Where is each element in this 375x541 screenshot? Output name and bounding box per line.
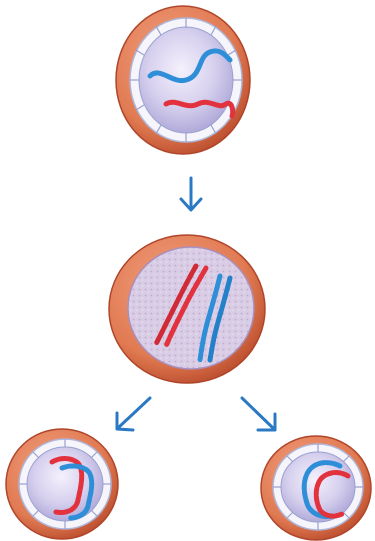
parent-cell	[116, 6, 250, 154]
nucleus	[128, 247, 254, 369]
down-right-arrow-icon	[242, 398, 275, 430]
down-arrow-icon	[181, 178, 201, 210]
daughter-cell-left	[6, 429, 118, 539]
replicated-cell	[109, 235, 265, 383]
down-left-arrow-icon	[117, 398, 150, 430]
daughter-cell-right	[261, 436, 371, 540]
